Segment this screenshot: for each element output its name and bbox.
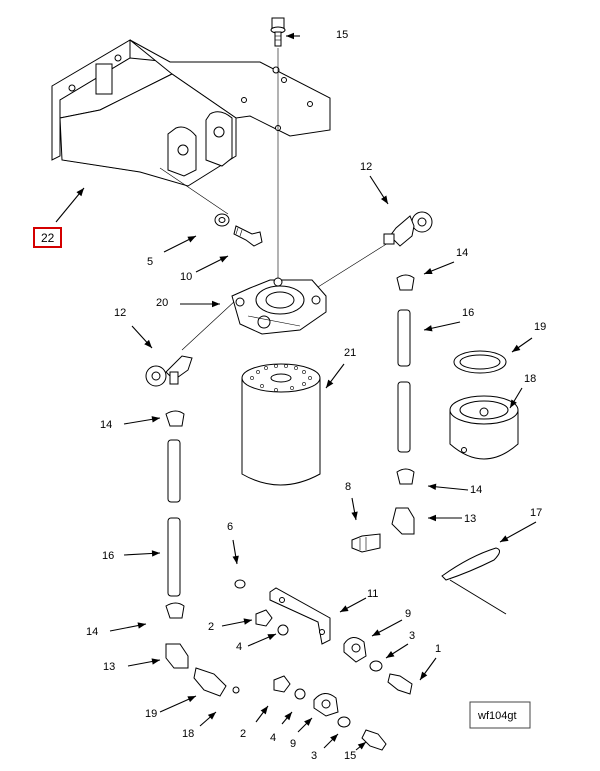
callout-14-upper-right: 14 <box>456 247 468 259</box>
callout-10: 10 <box>180 271 192 283</box>
arrowhead <box>151 416 160 423</box>
arrowhead <box>372 629 381 636</box>
callout-5: 5 <box>147 256 153 268</box>
arrowhead <box>326 379 334 388</box>
arrowhead <box>151 550 160 557</box>
arrowhead <box>284 712 292 721</box>
arrowhead <box>380 195 388 204</box>
arrowhead <box>151 658 160 665</box>
arrowhead <box>207 712 216 720</box>
arrowhead <box>267 634 276 641</box>
arrowhead <box>212 300 220 308</box>
callout-13-left: 13 <box>103 661 115 673</box>
arrowhead <box>243 618 252 625</box>
callout-14-left-upper: 14 <box>100 419 112 431</box>
callout-22-highlight-box <box>33 227 62 248</box>
arrowhead <box>424 325 433 332</box>
hardware-upper <box>234 579 413 695</box>
callout-12-right: 12 <box>360 161 372 173</box>
leader-arrows <box>55 32 537 751</box>
arrowhead <box>420 671 428 680</box>
callout-2-lower: 2 <box>240 728 246 740</box>
arrowhead <box>232 555 239 564</box>
callout-16-right: 16 <box>462 307 474 319</box>
callout-15-top: 15 <box>336 29 348 41</box>
arrowhead <box>500 535 509 542</box>
arrowhead <box>144 339 152 348</box>
callout-11: 11 <box>367 588 378 600</box>
callout-8: 8 <box>345 481 351 493</box>
filter-head <box>231 277 327 335</box>
arrowhead <box>357 742 366 750</box>
arrowhead <box>386 651 395 658</box>
callout-1: 1 <box>435 643 441 655</box>
callout-12-left: 12 <box>114 307 126 319</box>
strap <box>441 547 507 615</box>
arrowhead <box>76 188 84 197</box>
right-valve-12 <box>383 211 433 247</box>
callout-20: 20 <box>156 297 168 309</box>
callout-2-upper: 2 <box>208 621 214 633</box>
callout-15-bottom: 15 <box>344 750 356 762</box>
callout-22: 22 <box>41 231 55 245</box>
arrowhead <box>330 734 338 742</box>
callout-labels: 15 12 22 5 10 14 20 16 12 19 21 18 14 14… <box>33 29 546 762</box>
figure-code: wf104gt <box>477 710 517 722</box>
left-valve-12 <box>145 355 193 387</box>
figure-code-box <box>469 701 531 729</box>
callout-21: 21 <box>344 347 356 359</box>
callout-17: 17 <box>530 507 542 519</box>
filter-element <box>241 363 321 486</box>
assembly-guide-lines <box>159 48 397 351</box>
washer-and-bolt <box>214 213 263 247</box>
callout-16-left: 16 <box>102 550 114 562</box>
arrowhead <box>428 514 436 522</box>
bowl <box>449 395 519 460</box>
mounting-bracket <box>51 39 331 187</box>
callout-4-lower: 4 <box>270 732 276 744</box>
arrowhead <box>304 718 312 726</box>
callout-18-left: 18 <box>182 728 194 740</box>
left-hose <box>165 410 240 697</box>
callout-9-lower: 9 <box>290 738 296 750</box>
support-bracket <box>269 587 331 645</box>
arrowhead <box>286 32 294 40</box>
callout-3-lower: 3 <box>311 750 317 762</box>
callout-4-upper: 4 <box>236 641 242 653</box>
arrowhead <box>340 605 349 612</box>
callout-19-right: 19 <box>534 321 546 333</box>
callout-18-right: 18 <box>524 373 536 385</box>
callout-14-left-lower: 14 <box>86 626 98 638</box>
arrowhead <box>137 622 146 629</box>
bolt-top <box>270 17 286 47</box>
callout-19-left: 19 <box>145 708 157 720</box>
arrowhead <box>219 256 228 263</box>
arrowhead <box>351 511 358 520</box>
callout-14-right-lower: 14 <box>470 484 482 496</box>
callout-3-upper: 3 <box>409 630 415 642</box>
right-hose <box>351 274 415 553</box>
callout-6: 6 <box>227 521 233 533</box>
o-ring <box>453 350 507 374</box>
arrowhead <box>187 236 196 243</box>
hardware-lower <box>273 675 387 751</box>
arrowhead <box>424 268 433 274</box>
arrowhead <box>187 696 196 703</box>
arrowhead <box>428 483 437 490</box>
arrowhead <box>512 344 521 352</box>
arrowhead <box>260 706 268 715</box>
callout-13-right: 13 <box>464 513 476 525</box>
arrowhead <box>510 399 517 408</box>
callout-9-upper: 9 <box>405 608 411 620</box>
